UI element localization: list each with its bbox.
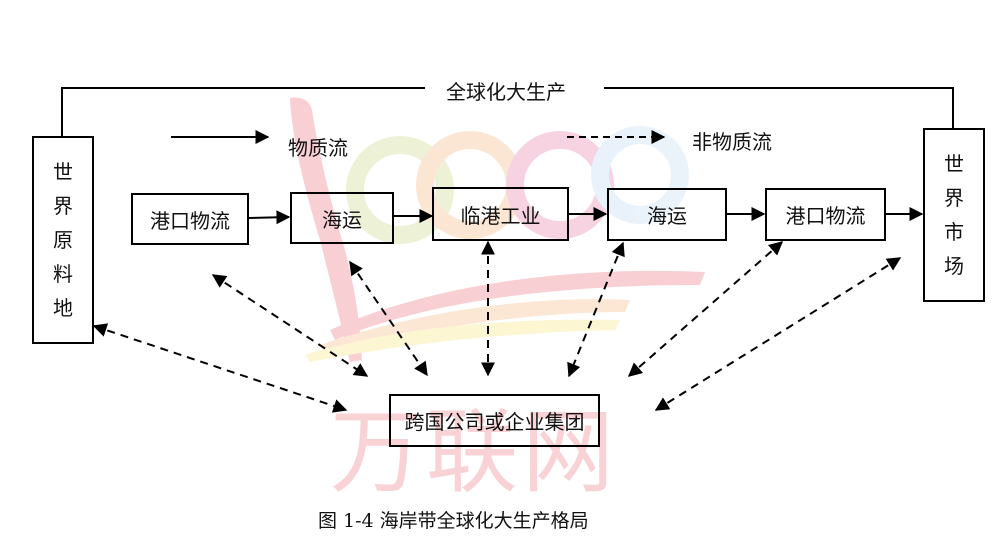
node-char: 世 (944, 152, 964, 176)
watermark-ring-green (346, 136, 454, 244)
dashed-link-world-market (654, 257, 902, 411)
dashed-link-port-logistics-2 (627, 241, 784, 377)
node-world-market: 世 界 市 场 (923, 128, 985, 302)
node-shipping-2: 海运 (607, 188, 727, 241)
global-bracket-left (61, 87, 425, 136)
node-char: 原 (53, 228, 73, 252)
legend-solid-label: 物质流 (288, 136, 348, 160)
node-world-raw-materials: 世 界 原 料 地 (32, 136, 94, 344)
legend-dashed-label: 非物质流 (692, 130, 772, 154)
diagram-title: 全球化大生产 (446, 80, 566, 104)
node-port-logistics-2: 港口物流 (765, 188, 886, 241)
dashed-link-shipping-2 (567, 241, 625, 378)
global-bracket-right (604, 87, 954, 128)
node-char: 料 (53, 262, 73, 286)
node-coastal-industry: 临港工业 (432, 187, 569, 241)
watermark-text: 万联网 (330, 399, 619, 506)
dashed-link-port-logistics-1 (211, 274, 369, 377)
watermark-swoosh-orange (320, 299, 630, 355)
node-char: 场 (944, 254, 964, 278)
node-port-logistics-1: 港口物流 (131, 193, 249, 245)
node-multinational-corporations: 跨国公司或企业集团 (389, 394, 600, 447)
node-char: 地 (53, 296, 73, 320)
node-char: 界 (944, 186, 964, 210)
node-char: 界 (53, 194, 73, 218)
node-shipping-1: 海运 (290, 192, 394, 244)
watermark-ring-blue (591, 126, 689, 224)
flow-arrow-1 (247, 210, 291, 225)
node-char: 市 (944, 220, 964, 244)
watermark-swoosh-yellow (305, 319, 620, 362)
figure-caption: 图 1-4 海岸带全球化大生产格局 (318, 510, 589, 532)
node-char: 世 (53, 160, 73, 184)
dashed-link-shipping-1 (349, 260, 428, 377)
